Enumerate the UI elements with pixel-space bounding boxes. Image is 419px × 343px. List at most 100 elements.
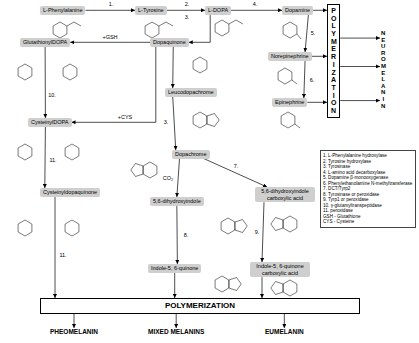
node-text: Dopamine: [285, 7, 310, 14]
reaction-arrow: [312, 56, 327, 57]
reaction-arrow: [177, 159, 180, 197]
node-text: 9. Tyrp1 or peroxidase: [323, 197, 413, 203]
enzyme-legend-box: 1. L-Phenylalanine hydroxylase2. Tyrosin…: [320, 150, 416, 228]
product-label: PHEOMELANIN: [50, 328, 98, 336]
reaction-arrow: [313, 10, 327, 11]
enzyme-number: 5.: [310, 30, 317, 36]
enzyme-number: 9.: [254, 229, 261, 235]
pyrrole-ring: [235, 220, 247, 233]
node-text: POLYMERIZATION: [331, 7, 336, 115]
benzothiazine-ring: [18, 220, 32, 236]
reaction-arrow: [262, 277, 263, 298]
reaction-arrow: [284, 314, 285, 328]
node-text: 2. Tyrosine hydroxylase: [323, 159, 413, 165]
benzene-ring: [145, 22, 159, 38]
reaction-arrow: [74, 314, 75, 328]
benzene-ring: [63, 64, 77, 80]
side-chain: [67, 22, 81, 26]
reaction-arrow: [340, 100, 380, 101]
enzyme-number: CO₂: [162, 175, 174, 181]
side-chain: [297, 34, 301, 39]
reaction-arrow: [174, 273, 175, 298]
reaction-arrow: [176, 206, 178, 264]
node-text: Norepinephrine: [271, 53, 309, 60]
node-text: Indole-5, 6-quinone: [151, 265, 198, 272]
node-text: CYS - Cysteine: [323, 219, 413, 225]
indole-ring: [215, 276, 229, 292]
enzyme-number: 7.: [233, 163, 240, 169]
node-text: GSH - Glutathione: [323, 214, 413, 220]
compound-label: Dopaquinone: [150, 38, 189, 47]
reaction-arrow: [231, 10, 282, 11]
compound-label: Norepinephrine: [268, 52, 312, 61]
benzene-ring: [215, 20, 229, 36]
pyrrole-ring: [131, 164, 143, 177]
reaction-arrow: [173, 97, 176, 150]
compound-label: L-Tyrosine: [135, 6, 167, 15]
reaction-arrow: [45, 47, 46, 118]
node-text: Epinephrine: [275, 99, 304, 106]
compound-label: Dopamine: [282, 6, 313, 15]
node-text: L-Tyrosine: [138, 7, 164, 14]
node-text: Cysteinyldopaquinone: [43, 189, 97, 196]
reaction-arrow: [44, 127, 46, 188]
compound-label: 5,6-dihydroxyindole: [150, 197, 204, 206]
node-text: 5. Dopamine β-monooxygenase: [323, 175, 413, 181]
compound-label: Cysteinyldopaquinone: [40, 188, 100, 197]
node-text: 6. Phenylethanolamine N-methyltransferas…: [323, 181, 413, 187]
compound-label: CysteinylDOPA: [28, 118, 72, 127]
reaction-arrow: [305, 15, 308, 52]
node-text: CysteinylDOPA: [31, 119, 69, 126]
compound-label: Indole-5, 6-quinone: [148, 264, 201, 273]
node-text: 5,6-dihydroxyindole: [153, 198, 201, 205]
reaction-arrow: [70, 42, 150, 43]
node-text: 10. γ-glutamyltranspeptidase: [323, 203, 413, 209]
node-text: EUMELANIN: [265, 328, 304, 336]
node-text: 8. Tyrosinase or peroxidase: [323, 192, 413, 198]
node-text: L-DOPA: [208, 7, 228, 14]
indole-ring: [221, 218, 235, 234]
node-text: 4. L-amino acid decarboxylase: [323, 170, 413, 176]
product-label: EUMELANIN: [265, 328, 304, 336]
indole-ring: [283, 216, 297, 232]
benzene-ring: [18, 64, 32, 80]
node-text: 7. DCT/Tyrp2: [323, 186, 413, 192]
compound-label: Leucodopachrome: [165, 88, 217, 97]
pyrrole-ring: [271, 218, 283, 231]
node-text: 11. peroxidase: [323, 208, 413, 214]
reaction-arrow: [85, 10, 135, 11]
pyrrole-ring: [229, 278, 241, 291]
node-text: L-Phenylalanine: [43, 7, 82, 14]
enzyme-number: 6.: [309, 77, 316, 83]
side-chain: [295, 124, 300, 128]
enzyme-number: 8.: [183, 232, 190, 238]
reaction-arrow: [340, 66, 380, 67]
pyrrole-ring: [207, 114, 219, 127]
product-label: MIXED MELANINS: [148, 328, 204, 336]
benzene-ring: [53, 22, 67, 38]
enzyme-number: 3.: [163, 119, 170, 125]
compound-label: L-DOPA: [205, 6, 231, 15]
node-text: Dopaquinone: [153, 39, 186, 46]
enzyme-number: 2.: [184, 1, 191, 7]
enzyme-number: 11.: [48, 157, 57, 163]
product-label: NEUROMELANIN: [380, 30, 387, 109]
indole-ring: [283, 280, 297, 296]
reaction-arrow: [172, 47, 174, 88]
reaction-arrow: [204, 159, 267, 187]
node-text: NEUROMELANIN: [381, 30, 386, 109]
polymerization-box: POLYMERIZATION: [40, 298, 360, 314]
enzyme-number: 3.: [184, 14, 191, 20]
reaction-arrow: [167, 10, 205, 11]
node-text: Indole-5, 6-quinone carboxylic acid: [253, 263, 307, 276]
side-chain: [292, 80, 297, 84]
enzyme-number: +GSH: [101, 34, 118, 40]
benzene-ring: [283, 22, 297, 38]
enzyme-number: 1.: [108, 1, 115, 7]
enzyme-number: 10.: [47, 92, 57, 98]
indoline-ring: [193, 112, 207, 128]
side-chain: [159, 22, 173, 26]
node-text: PHEOMELANIN: [50, 328, 98, 336]
benzene-ring: [65, 144, 79, 160]
